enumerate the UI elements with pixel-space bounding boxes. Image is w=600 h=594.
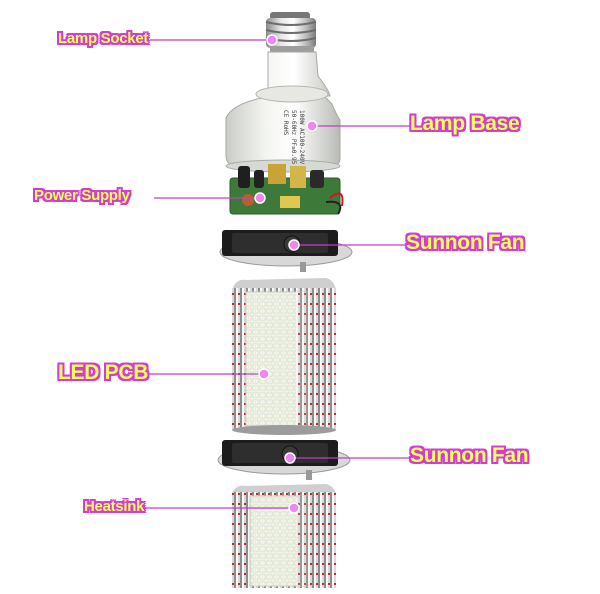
marker-heatsink <box>288 502 300 514</box>
base-print-line3: CE RoHS <box>282 110 289 136</box>
label-lamp-socket: Lamp Socket <box>58 30 149 47</box>
sunnon-fan-bottom-part <box>217 440 351 480</box>
base-print-line2: 50-60Hz PF≥0.95 <box>290 110 297 165</box>
marker-dots <box>254 34 318 514</box>
marker-led-pcb <box>258 368 270 380</box>
marker-sunnon-fan-bottom <box>284 452 296 464</box>
lamp-socket <box>265 12 317 52</box>
marker-power-supply <box>254 192 266 204</box>
power-supply <box>229 164 344 215</box>
marker-lamp-socket <box>266 34 278 46</box>
leader-lines <box>130 39 410 509</box>
marker-sunnon-fan-top <box>288 239 300 251</box>
sunnon-fan-top-part <box>219 230 353 272</box>
lamp-base: 100W AC100-240V 50-60Hz PF≥0.95 CE RoHS <box>225 51 341 173</box>
base-print-line1: 100W AC100-240V <box>298 110 305 165</box>
label-heatsink: Heatsink <box>84 498 145 515</box>
label-power-supply: Power Supply <box>34 187 130 204</box>
label-sunnon-fan-top: Sunnon Fan <box>406 231 525 254</box>
heatsink-part <box>232 484 336 588</box>
label-sunnon-fan-bottom: Sunnon Fan <box>410 444 529 467</box>
marker-lamp-base <box>306 120 318 132</box>
label-lamp-base: Lamp Base <box>410 112 520 135</box>
label-led-pcb: LED PCB <box>58 361 149 384</box>
led-pcb-part <box>232 278 336 435</box>
